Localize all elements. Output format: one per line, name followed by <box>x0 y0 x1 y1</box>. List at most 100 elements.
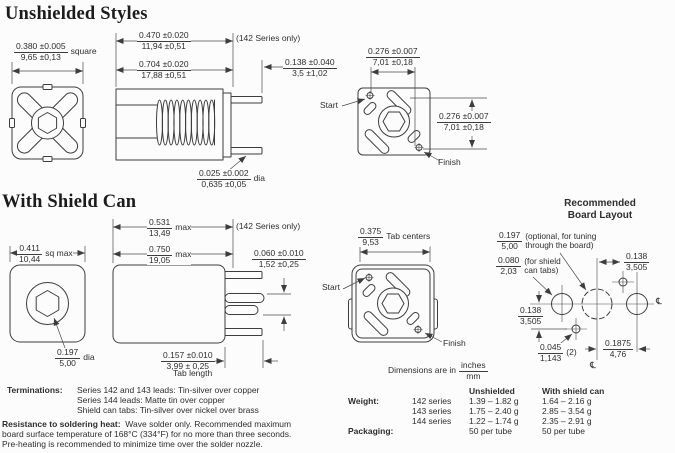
mm-value: 10,44 <box>19 253 41 264</box>
note-142-series-only-shield: (142 Series only) <box>236 221 301 231</box>
mm-value: 1,52 ±0,25 <box>258 258 299 269</box>
board-layout-title-line2: Board Layout <box>567 209 633 221</box>
weight-value: 1.64 – 2.16 g <box>542 396 592 407</box>
board-layout-title: Recommended Board Layout <box>553 198 647 222</box>
weight-value: 2.35 – 2.91 g <box>542 416 592 427</box>
mm-value: 2,03 <box>500 265 517 276</box>
drawing-unshielded-side-view <box>115 33 285 172</box>
note-line2: can tabs) <box>524 265 559 276</box>
mm-value: 7,01 ±0,18 <box>443 121 484 132</box>
packaging-label: Packaging: <box>348 426 394 437</box>
finish-label-shield: Finish <box>443 338 466 348</box>
inches-value: 0.060 ±0.010 <box>252 248 306 260</box>
mm-value: 11,94 ±0,51 <box>141 40 186 51</box>
soldering-note-text: Wave solder only. Recommended maximum <box>125 419 292 429</box>
drawing-shield-bottom-view <box>342 246 443 343</box>
drawing-unshielded-bottom-view <box>341 63 487 162</box>
inches-value: 0.470 ±0.020 <box>137 30 191 42</box>
weight-packaging-table: Unshielded With shield can Weight: 142 s… <box>348 386 642 436</box>
start-label-unshielded: Start <box>320 100 338 110</box>
inches-value: 0.045 <box>538 342 564 354</box>
terminations-line: Shield can tabs: Tin-silver over nickel … <box>77 404 259 415</box>
dim-suffix: square <box>70 46 97 57</box>
weight-value: 1.22 – 1.74 g <box>469 416 519 427</box>
terminations-lines: Series 142 and 143 leads: Tin-silver ove… <box>77 385 259 416</box>
inches-value: 0.704 ±0.020 <box>137 59 191 71</box>
start-label-shield: Start <box>322 282 340 292</box>
spacer-cell <box>412 426 469 436</box>
mm-value: 7,01 ±0,18 <box>372 56 413 67</box>
soldering-note-label: Resistance to soldering heat: <box>2 419 121 429</box>
tab-length-label: Tab length <box>173 368 213 378</box>
inches-value: 0.531 <box>147 217 173 229</box>
inches-value: 0.197 <box>55 347 81 359</box>
dim-suffix: max <box>175 222 192 233</box>
soldering-note-line3: Pre-heating is recommended to minimize t… <box>2 438 263 449</box>
dim-suffix: dia <box>253 173 265 184</box>
series-label: 143 series <box>412 406 452 417</box>
terminations-label: Terminations: <box>7 385 63 395</box>
column-header-with-shield-can: With shield can <box>542 386 605 396</box>
units-prefix: Dimensions are in <box>388 365 457 376</box>
drawing-shield-side-view <box>112 219 291 368</box>
mm-value: 1,143 <box>540 352 562 363</box>
weight-value: 1.75 – 2.40 g <box>469 406 519 417</box>
inches-value: 0.138 <box>624 251 650 263</box>
mm-value: 17,88 ±0,51 <box>141 69 187 80</box>
soldering-note-line1: Resistance to soldering heat: Wave solde… <box>2 419 342 430</box>
note-line2: through the board) <box>525 240 594 251</box>
units-mm: mm <box>466 370 481 381</box>
mm-value: 0,635 ±0,05 <box>201 178 247 189</box>
centerline-symbol-bottom: ℄ <box>590 360 596 370</box>
mm-value: 9,65 ±0,13 <box>20 51 61 62</box>
inches-value: 0.750 <box>147 244 173 256</box>
terminations-line: Series 144 leads: Matte tin over copper <box>77 394 225 405</box>
dim-suffix: sq max <box>45 248 73 259</box>
mm-value: 3,505 <box>520 315 542 326</box>
note-line1: (for shield <box>524 256 561 267</box>
mm-value: 5,00 <box>501 240 518 251</box>
inches-value: 0.157 ±0.010 <box>161 350 215 362</box>
weight-label: Weight: <box>348 396 380 407</box>
terminations-block: Terminations: Series 142 and 143 leads: … <box>7 385 259 416</box>
section-title-shield-can: With Shield Can <box>2 192 137 212</box>
spacer-cell <box>348 416 412 426</box>
section-title-unshielded: Unshielded Styles <box>5 4 148 24</box>
note-line1: (optional, for tuning <box>525 231 597 242</box>
inches-value: 0.1875 <box>603 338 633 350</box>
weight-value: 1.39 – 1.82 g <box>469 396 519 407</box>
column-header-unshielded: Unshielded <box>469 386 515 396</box>
mm-value: 13,49 <box>149 227 171 238</box>
inches-value: 0.025 ±0.002 <box>197 168 251 180</box>
finish-label-unshielded: Finish <box>438 157 461 167</box>
packaging-value: 50 per tube <box>469 426 513 437</box>
inches-value: 0.276 ±0.007 <box>366 46 420 58</box>
inches-value: 0.080 <box>496 255 522 267</box>
note-142-series-only-top: (142 Series only) <box>236 33 301 43</box>
mm-value: 3,5 ±1,02 <box>292 67 328 78</box>
dim-suffix: (2) <box>566 347 577 358</box>
dim-suffix: dia <box>83 352 95 363</box>
series-label: 144 series <box>412 416 452 427</box>
